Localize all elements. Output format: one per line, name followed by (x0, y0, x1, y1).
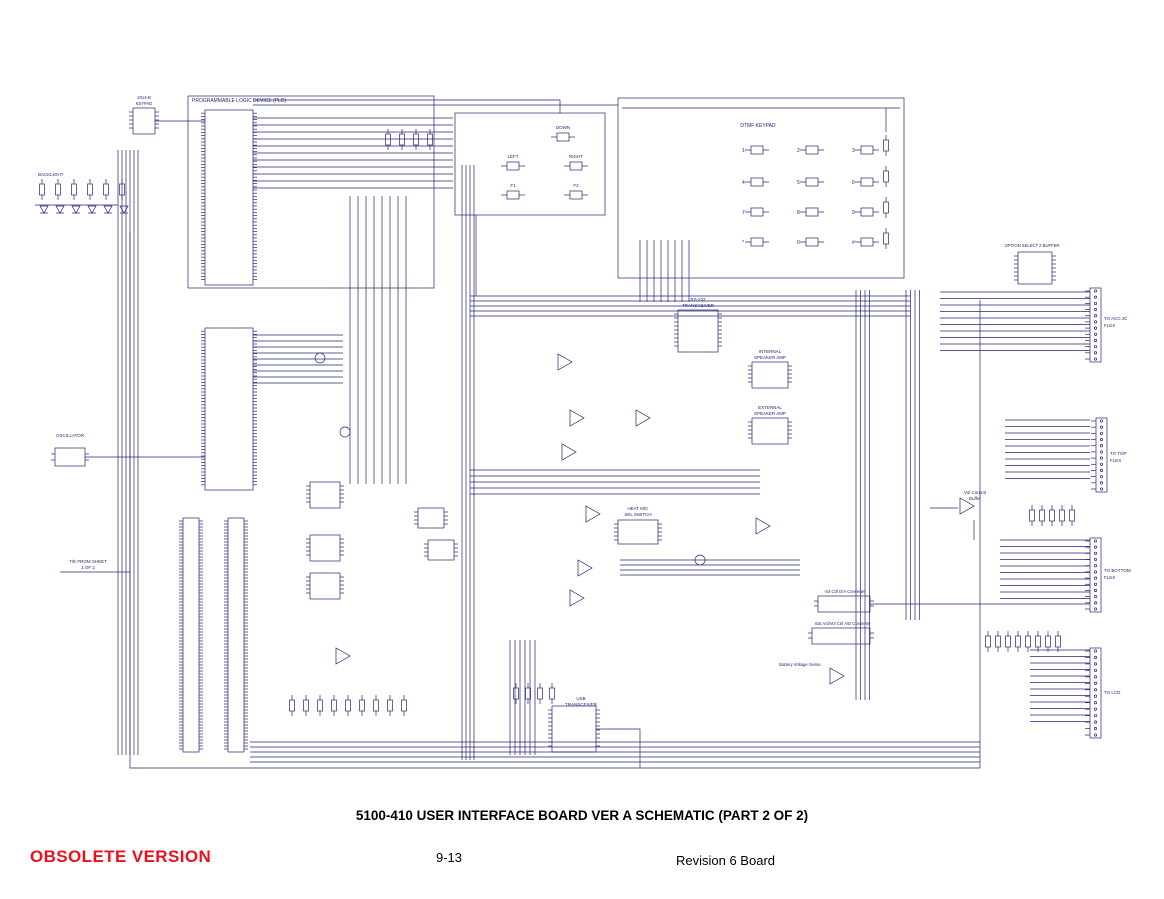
svg-text:DOWN: DOWN (556, 125, 570, 130)
svg-text:F2: F2 (573, 183, 579, 188)
svg-text:*: * (742, 240, 744, 246)
svg-text:OPTION SELECT 2 BUFFER: OPTION SELECT 2 BUFFER (1005, 243, 1060, 248)
svg-text:1 OF 2: 1 OF 2 (81, 565, 95, 570)
svg-text:0: 0 (797, 240, 800, 246)
bus-wires (117, 117, 1090, 763)
svg-text:BACKLIGHT: BACKLIGHT (38, 172, 64, 177)
svg-text:TO LCD: TO LCD (1104, 690, 1121, 695)
svg-text:Battery Voltage Sense: Battery Voltage Sense (779, 662, 821, 667)
svg-text:Vol Control: Vol Control (964, 490, 986, 495)
svg-text:T/E FROM SHEET: T/E FROM SHEET (69, 559, 107, 564)
svg-text:SPEAKER AMP: SPEAKER AMP (754, 355, 786, 360)
schematic-labels: PROGRAMMABLE LOGIC DEVICE (PLD) 2014-BKEY… (38, 95, 1131, 707)
svg-text:1: 1 (742, 148, 745, 154)
svg-text:SEL SWITCH: SEL SWITCH (624, 512, 651, 517)
svg-text:Buffer: Buffer (969, 496, 981, 501)
svg-text:KEYPAD: KEYPAD (136, 101, 153, 106)
svg-text:FLEX: FLEX (1110, 458, 1121, 463)
ic-symbols (51, 107, 1056, 753)
section-frames (187, 95, 905, 289)
svg-text:F1: F1 (510, 183, 516, 188)
svg-text:TO ACC JC: TO ACC JC (1104, 316, 1128, 321)
page-number: 9-13 (436, 850, 463, 865)
svg-text:INTERNAL: INTERNAL (759, 349, 782, 354)
svg-text:3: 3 (852, 148, 855, 154)
svg-text:RS-232: RS-232 (690, 297, 706, 302)
svg-text:TRANSCEIVER: TRANSCEIVER (565, 702, 598, 707)
opamp-symbols (335, 353, 975, 685)
svg-text:7: 7 (742, 210, 745, 216)
svg-text:PROGRAMMABLE LOGIC DEVICE (PLD: PROGRAMMABLE LOGIC DEVICE (PLD) (192, 98, 287, 104)
svg-text:USB: USB (576, 696, 585, 701)
svg-text:8: 8 (797, 210, 800, 216)
svg-text:Vol Ctrl D/A Converter: Vol Ctrl D/A Converter (825, 589, 867, 594)
svg-text:LEFT: LEFT (507, 154, 518, 159)
obsolete-version-label: OBSOLETE VERSION (30, 847, 212, 866)
svg-text:OSCILLATOR: OSCILLATOR (56, 433, 85, 438)
svg-text:2: 2 (797, 148, 800, 154)
svg-text:2014-B: 2014-B (137, 95, 151, 100)
svg-text:FLEX: FLEX (1104, 323, 1115, 328)
revision-label: Revision 6 Board (676, 853, 775, 868)
svg-text:FLEX: FLEX (1104, 575, 1115, 580)
svg-text:TRANSCEIVER: TRANSCEIVER (682, 303, 715, 308)
svg-text:#: # (852, 240, 855, 246)
led-symbols (39, 205, 129, 214)
transistor-symbols (314, 352, 706, 566)
svg-text:EXTERNAL: EXTERNAL (758, 405, 782, 410)
svg-text:TO TOP: TO TOP (1110, 451, 1127, 456)
svg-text:9: 9 (852, 210, 855, 216)
svg-text:DTMF KEYPAD: DTMF KEYPAD (740, 123, 776, 129)
svg-text:SPEAKER AMP: SPEAKER AMP (754, 411, 786, 416)
schematic-title: 5100-410 USER INTERFACE BOARD VER A SCHE… (355, 808, 809, 823)
keypad-keys: 1 2 3 4 5 6 7 8 9 * 0 # (501, 132, 879, 247)
resistor-symbols (39, 129, 1075, 716)
svg-text:6: 6 (852, 180, 855, 186)
svg-text:RIGHT: RIGHT (569, 154, 583, 159)
svg-text:5: 5 (797, 180, 800, 186)
svg-text:HEAT M/C: HEAT M/C (627, 506, 649, 511)
connector-symbols (1085, 287, 1108, 739)
svg-text:4: 4 (742, 180, 745, 186)
signal-wires (35, 99, 1090, 769)
svg-text:TO BOTTOM: TO BOTTOM (1104, 568, 1131, 573)
svg-text:Bat Vol/Vol Ctrl A/D Converter: Bat Vol/Vol Ctrl A/D Converter (815, 621, 871, 626)
